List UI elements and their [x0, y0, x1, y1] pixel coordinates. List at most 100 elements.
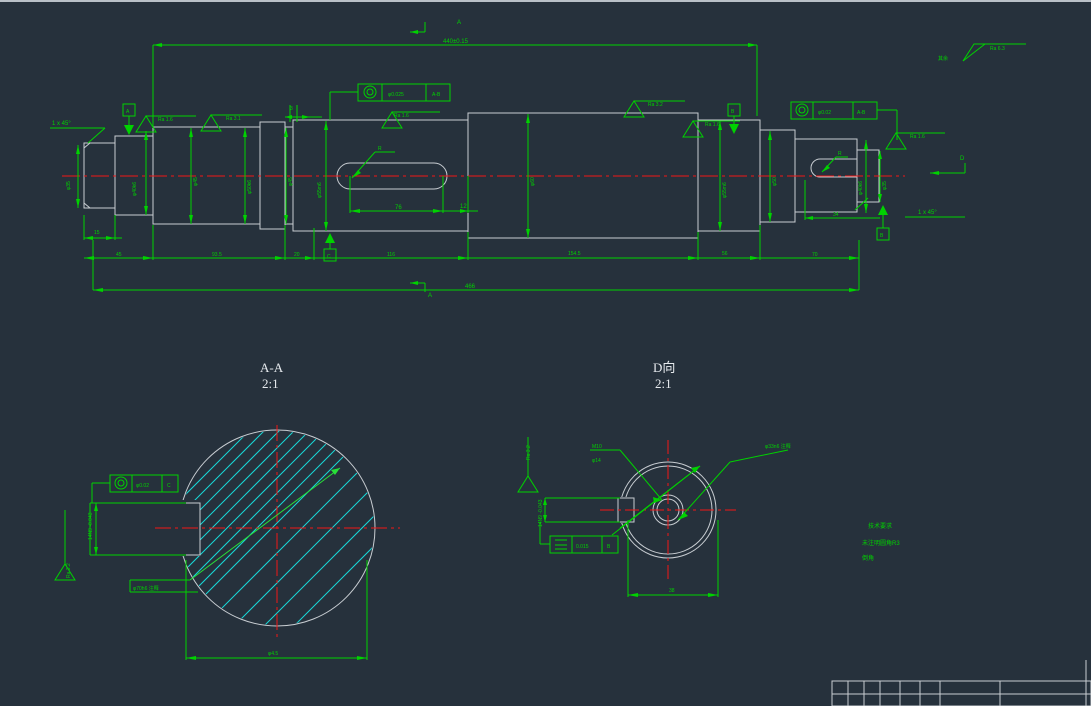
dim-label-overall-bottom: 466: [465, 284, 476, 290]
surface-finish-symbol-4: [623, 100, 685, 118]
section-aa-bottom-dim: [185, 560, 368, 660]
tolerance-datum-1: A-B: [432, 92, 441, 98]
section-aa-tolerance-datum: C: [167, 483, 171, 489]
dia-label-6: φ60: [530, 177, 536, 186]
chamfer-label-right: 1 x 45°: [918, 210, 937, 216]
view-d-leader-right-label: φ33n6 注释: [765, 443, 791, 450]
surface-finish-symbol-3: [381, 111, 440, 129]
section-aa-leader: [129, 579, 198, 593]
view-d-finish-label: Ra 3.2: [526, 445, 532, 460]
section-marker-bottom: [410, 281, 426, 292]
datum-label-b-right: B: [880, 233, 884, 239]
view-d-leader-top2-label: φ14: [592, 458, 601, 464]
datum-symbol-c: [323, 233, 337, 262]
dia-label-1: φ40k6: [132, 182, 138, 196]
view-d-leader-top-label: M10: [592, 444, 602, 450]
shaft-body-outline: [83, 112, 880, 239]
surface-finish-label-1: Ra 1.6: [158, 117, 173, 123]
general-note-label: 其余: [938, 55, 948, 62]
section-label-top: A: [457, 20, 461, 26]
view-d-finish-symbol: [517, 437, 539, 493]
tolerance-value-1: φ0.025: [388, 92, 404, 98]
chamfer-callout-left: [50, 127, 106, 144]
datum-symbol-b-right: [876, 205, 890, 241]
section-aa-tolerance-value: φ0.02: [136, 483, 149, 489]
view-d-bottom-dim-label: 38: [669, 588, 675, 594]
dim-diameter-arrows: [76, 114, 882, 238]
general-note-finish: Ra 6.3: [990, 46, 1005, 52]
dia-label-7: φ55m6: [722, 182, 728, 198]
tolerance-datum-2: A-B: [857, 110, 866, 116]
section-aa-scale: 2:1: [262, 376, 279, 391]
section-aa-leader-label: φ70h6 注释: [133, 585, 159, 592]
view-d-geometry: [590, 440, 789, 580]
dim-label-keyway-right: 34: [833, 212, 839, 218]
surface-finish-label-6: Ra 1.6: [910, 134, 925, 140]
surface-finish-symbol-2: [200, 114, 262, 132]
view-direction-arrow-d: [930, 163, 966, 175]
dim-label-keyway-len: 76: [395, 205, 402, 211]
dia-label-8: φ50: [772, 177, 778, 186]
dia-label-2: φ45: [193, 177, 199, 186]
surface-finish-label-5: Ra 1.6: [705, 122, 720, 128]
section-aa-vertical-dim-label: 14N9 -0.043: [88, 512, 94, 540]
dim-label-20: 20: [294, 252, 300, 258]
dim-label-keyway-offset: 12: [460, 204, 467, 210]
tolerance-frame-2: [790, 101, 898, 140]
view-d-tolerance-datum: B: [607, 544, 611, 550]
dim-label-70: 70: [812, 252, 818, 258]
dim-label-935: 93.5: [212, 252, 222, 258]
surface-finish-symbol-6: [885, 132, 945, 150]
dim-label-45: 45: [116, 252, 122, 258]
surface-finish-label-3: Ra 1.6: [394, 113, 409, 119]
keyway-leader-label-mid: R: [378, 146, 382, 152]
dim-groove-3: [285, 105, 322, 122]
section-marker-top: [410, 22, 426, 34]
section-aa-finish-symbol: [54, 510, 76, 581]
dim-label-1545: 154.5: [568, 251, 581, 257]
section-aa-finish-label: Ra 3.2: [66, 563, 72, 578]
section-aa-bottom-dim-label: φ4.5: [268, 651, 278, 657]
keyway-leader-label-right: R: [838, 151, 842, 157]
dim-chain-lower: [83, 215, 859, 260]
dim-overall-bottom: [92, 240, 860, 292]
dim-label-56: 56: [722, 251, 728, 257]
dia-label-5: φ55m6: [317, 182, 323, 198]
dim-label-116: 116: [387, 252, 395, 258]
dia-label-4: φ45: [288, 177, 294, 186]
dia-label-0: φ35: [66, 181, 72, 190]
dim-label-15: 15: [94, 230, 100, 236]
general-finish-symbol: [962, 43, 1026, 62]
datum-label-a: A: [126, 109, 130, 115]
dim-label-overall-top: 440±0.15: [443, 39, 469, 45]
section-aa-vertical-dim: [94, 503, 98, 555]
surface-finish-label-4: Ra 3.2: [648, 102, 663, 108]
dim-label-groove-3: 3: [290, 106, 293, 112]
dia-label-3: φ50k6: [247, 180, 253, 194]
datum-label-c: C: [327, 254, 331, 260]
view-d-bottom-dim: [627, 520, 719, 597]
dim-keyway-mid: [349, 176, 478, 213]
view-direction-label-d: D: [960, 156, 965, 162]
view-d-tolerance-value: 0.015: [576, 544, 589, 550]
view-d-title: D向: [653, 360, 675, 375]
window-top-border: [0, 0, 1091, 5]
section-aa-title: A-A: [260, 360, 284, 375]
keyway-leader-mid: [351, 151, 395, 179]
tolerance-frame-1: [329, 83, 451, 120]
dia-label-10: φ35: [882, 181, 888, 190]
view-d-tolerance-frame: [539, 522, 619, 554]
datum-label-b: B: [731, 109, 735, 115]
tolerance-value-2: φ0.02: [818, 110, 831, 116]
surface-finish-label-2: Ra 3.1: [226, 116, 241, 122]
view-d-vertical-dim-label: 14N9 -0.043: [538, 499, 544, 527]
section-label-bottom: A: [428, 293, 432, 299]
dia-label-9: φ40k6: [858, 181, 864, 195]
chamfer-label-left: 1 x 45°: [52, 121, 71, 127]
title-block[interactable]: [831, 660, 1091, 706]
section-aa-tolerance-frame: [91, 474, 179, 503]
dim-overall-top: [152, 43, 758, 128]
view-d-scale: 2:1: [655, 376, 672, 391]
